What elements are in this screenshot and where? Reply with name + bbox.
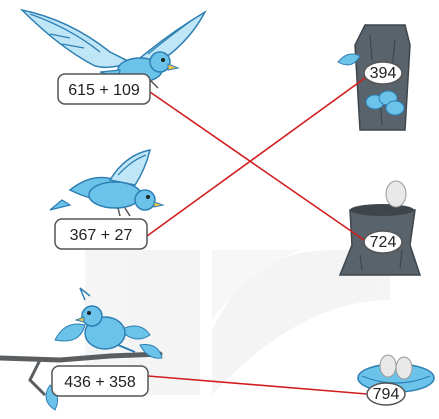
result-oval-2: 724: [363, 230, 403, 254]
expression-box-1: 615 + 109: [57, 73, 151, 105]
stump-egg-middle-icon: [338, 180, 422, 276]
result-oval-1: 394: [363, 61, 403, 85]
connection-line-3: [147, 375, 368, 395]
connection-line-2: [146, 77, 366, 237]
expression-text-3: 436 + 358: [64, 374, 136, 391]
result-text-2: 724: [370, 234, 397, 251]
expression-box-3: 436 + 358: [51, 365, 149, 397]
branch-bird-icon: [0, 287, 163, 411]
watermark-logo: [85, 250, 390, 395]
expression-text-1: 615 + 109: [68, 82, 140, 99]
expression-box-2: 367 + 27: [54, 218, 148, 250]
connection-line-1: [149, 91, 365, 241]
result-text-3: 794: [373, 386, 400, 403]
result-oval-3: 794: [366, 382, 406, 406]
bird-middle-icon: [49, 149, 165, 217]
result-text-1: 394: [370, 65, 397, 82]
connection-lines: [146, 77, 368, 395]
expression-text-2: 367 + 27: [70, 227, 133, 244]
